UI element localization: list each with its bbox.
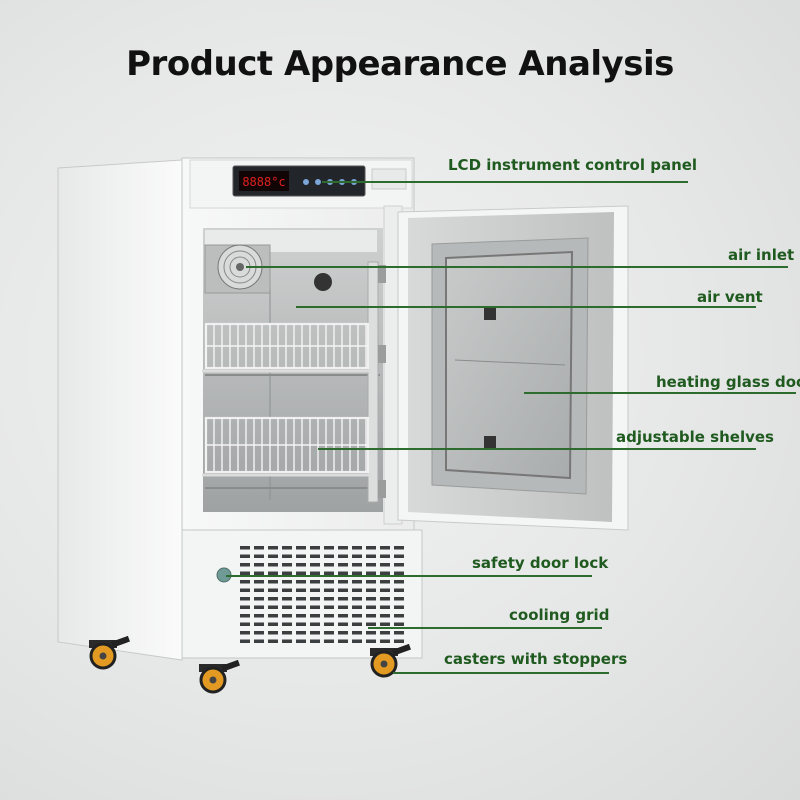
callout-cooling-grid-line [368,627,602,629]
callout-casters-line [393,672,609,674]
page-title: Product Appearance Analysis [126,44,674,84]
cooling-grid-vents [240,546,404,643]
callout-door-lock-label: safety door lock [472,554,609,572]
callout-shelves-label: adjustable shelves [616,428,774,446]
callout-air-inlet-label: air inlet [728,246,795,264]
callout-air-inlet-line [246,266,788,268]
sensor-icon [314,273,332,291]
temperature-readout: 8888°c [242,175,285,189]
callout-lcd-label: LCD instrument control panel [448,156,698,174]
callout-heating-door-label: heating glass door [656,373,800,391]
button-icon[interactable] [315,179,321,185]
button-icon[interactable] [303,179,309,185]
callout-shelves-line [318,448,756,450]
wire-basket-upper[interactable] [202,322,372,373]
callout-heating-door-line [524,392,796,394]
callout-door-lock-line [226,575,592,577]
callout-lcd-line [322,181,688,183]
glass-door[interactable] [397,205,629,531]
callout-casters-label: casters with stoppers [444,650,628,668]
casters [89,635,411,694]
key-lock-panel [371,168,407,190]
wire-basket-lower[interactable] [202,416,372,477]
cabinet-side-panel [57,159,183,661]
callout-cooling-grid-label: cooling grid [509,606,610,624]
callout-air-vent-label: air vent [697,288,763,306]
callout-air-vent-line [296,306,756,308]
machine-compartment [181,529,423,659]
